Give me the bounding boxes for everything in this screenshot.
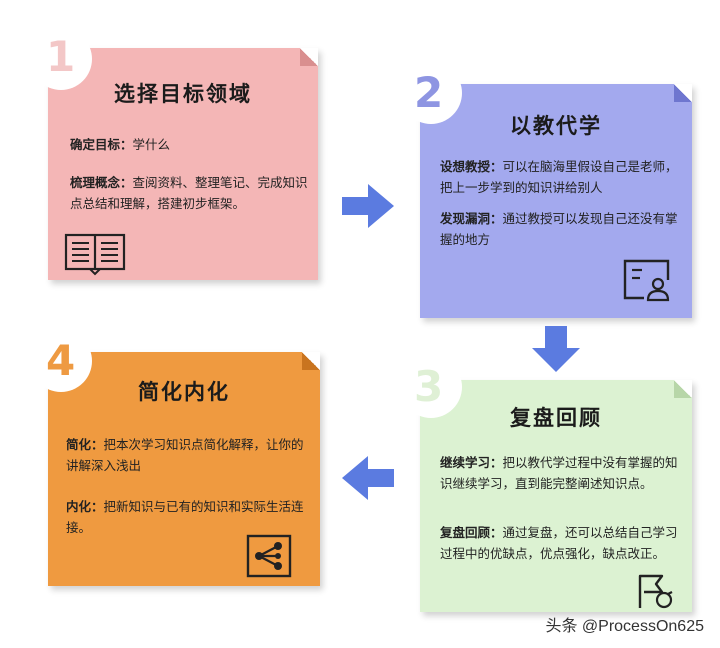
step-number-badge [30,28,92,90]
step-title: 选择目标领域 [114,81,252,106]
step-item: 复盘回顾：通过复盘，还可以总结自己学习过程中的优缺点，优点强化，缺点改正。 [440,522,680,564]
step-number-badge [400,356,462,418]
arrow-left-icon [342,456,394,500]
folded-corner [674,84,692,102]
step-item: 设想教授：可以在脑海里假设自己是老师，把上一步学到的知识讲给别人 [440,156,680,198]
arrow-right-icon [342,184,394,228]
step-card-1: 选择目标领域 确定目标：学什么 梳理概念：查阅资料、整理笔记、完成知识点总结和理… [48,48,318,280]
step-item: 继续学习：把以教代学过程中没有掌握的知识继续学习，直到能完整阐述知识点。 [440,452,680,494]
step-number: 4 [46,336,76,385]
step-card-2: 以教代学 设想教授：可以在脑海里假设自己是老师，把上一步学到的知识讲给别人 发现… [420,84,692,318]
item-text: 学什么 [132,137,171,152]
item-label: 梳理概念： [70,175,133,190]
item-text: 通过教授可以发现自己还没有掌握的地方 [440,211,678,247]
open-book-icon [64,233,126,276]
share-network-icon [246,534,292,578]
step-card-4: 简化内化 简化：把本次学习知识点简化解释，让你的讲解深入浅出 内化：把新知识与已… [48,352,320,586]
step-item: 确定目标：学什么 [70,134,310,155]
step-title: 以教代学 [510,113,602,138]
item-label: 继续学习： [440,455,503,470]
watermark: 头条 @ProcessOn625 [545,618,704,635]
step-card-3: 复盘回顾 继续学习：把以教代学过程中没有掌握的知识继续学习，直到能完整阐述知识点… [420,380,692,612]
step-number: 1 [46,32,76,81]
item-text: 查阅资料、整理笔记、完成知识点总结和理解，搭建初步框架。 [70,175,308,211]
item-text: 可以在脑海里假设自己是老师，把上一步学到的知识讲给别人 [440,159,678,195]
step-number: 2 [414,68,444,117]
folded-corner [300,48,318,66]
folded-corner [674,380,692,398]
item-text: 把新知识与已有的知识和实际生活连接。 [66,499,304,535]
item-label: 简化： [66,437,104,452]
teacher-board-icon [623,259,670,302]
step-number: 3 [414,362,444,411]
folded-corner [302,352,320,370]
step-number-badge [30,330,92,392]
item-label: 复盘回顾： [440,525,503,540]
item-text: 把本次学习知识点简化解释，让你的讲解深入浅出 [66,437,304,473]
item-label: 确定目标： [70,137,133,152]
item-text: 通过复盘，还可以总结自己学习过程中的优缺点，优点强化，缺点改正。 [440,525,678,561]
item-label: 发现漏洞： [440,211,503,226]
step-title: 简化内化 [138,379,230,404]
item-text: 把以教代学过程中没有掌握的知识继续学习，直到能完整阐述知识点。 [440,455,678,491]
step-item: 简化：把本次学习知识点简化解释，让你的讲解深入浅出 [66,434,311,476]
step-number-badge [400,62,462,124]
step-item: 发现漏洞：通过教授可以发现自己还没有掌握的地方 [440,208,680,250]
item-label: 内化： [66,499,104,514]
step-item: 内化：把新知识与已有的知识和实际生活连接。 [66,496,311,538]
step-item: 梳理概念：查阅资料、整理笔记、完成知识点总结和理解，搭建初步框架。 [70,172,315,214]
item-label: 设想教授： [440,159,503,174]
flag-cycle-icon [638,574,673,609]
step-title: 复盘回顾 [510,405,602,430]
arrow-down-icon [532,326,580,372]
